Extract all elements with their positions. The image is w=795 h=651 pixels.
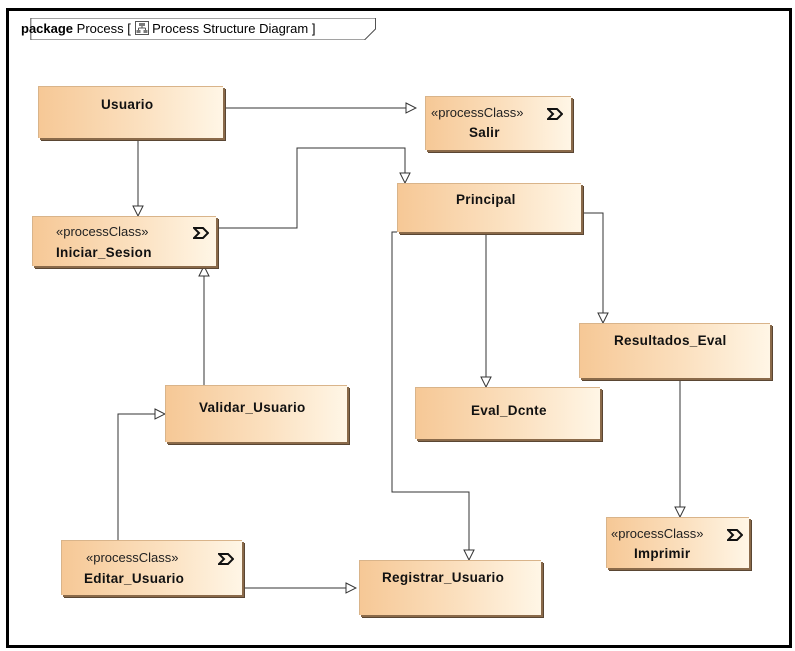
node-name: Registrar_Usuario — [382, 570, 505, 585]
package-tab — [30, 18, 376, 40]
node-iniciar-sesion[interactable]: «processClass» Iniciar_Sesion — [32, 216, 216, 266]
node-name: Salir — [469, 125, 500, 140]
process-chevron-icon — [727, 529, 743, 541]
stereotype-label: «processClass» — [86, 550, 179, 565]
close-bracket: ] — [311, 21, 316, 36]
connector-principal-registrar-usuario — [391, 231, 469, 560]
node-resultados-eval[interactable]: Resultados_Eval — [579, 323, 770, 378]
node-name: Usuario — [101, 97, 154, 112]
process-chevron-icon — [218, 553, 234, 565]
node-validar-usuario[interactable]: Validar_Usuario — [165, 385, 347, 442]
package-header: package Process [ Process Structure Diag… — [21, 21, 315, 36]
connector-iniciar-sesion-principal — [216, 147, 405, 229]
node-name: Imprimir — [634, 546, 691, 561]
package-keyword: package — [21, 21, 74, 36]
connector-principal-resultados-eval — [581, 212, 603, 323]
diagram-name: Process Structure Diagram — [152, 21, 309, 36]
stereotype-label: «processClass» — [611, 526, 704, 541]
node-registrar-usuario[interactable]: Registrar_Usuario — [359, 560, 541, 615]
node-principal[interactable]: Principal — [397, 183, 581, 232]
node-salir[interactable]: «processClass» Salir — [425, 96, 571, 150]
node-name: Editar_Usuario — [84, 571, 185, 586]
structure-diagram-icon — [134, 21, 149, 35]
node-eval-dcnte[interactable]: Eval_Dcnte — [415, 387, 600, 439]
node-editar-usuario[interactable]: «processClass» Editar_Usuario — [61, 540, 242, 595]
node-usuario[interactable]: Usuario — [38, 86, 223, 138]
node-name: Principal — [456, 192, 516, 207]
node-imprimir[interactable]: «processClass» Imprimir — [606, 517, 749, 568]
node-name: Iniciar_Sesion — [56, 245, 152, 260]
stereotype-label: «processClass» — [56, 224, 149, 239]
node-name: Resultados_Eval — [614, 333, 727, 348]
process-chevron-icon — [193, 227, 209, 239]
package-name: Process — [76, 21, 124, 36]
node-name: Validar_Usuario — [199, 400, 306, 415]
open-bracket: [ — [127, 21, 131, 36]
stereotype-label: «processClass» — [431, 105, 524, 120]
node-name: Eval_Dcnte — [471, 403, 547, 418]
process-chevron-icon — [547, 108, 563, 120]
connector-editar-usuario-validar-usuario — [117, 414, 165, 540]
